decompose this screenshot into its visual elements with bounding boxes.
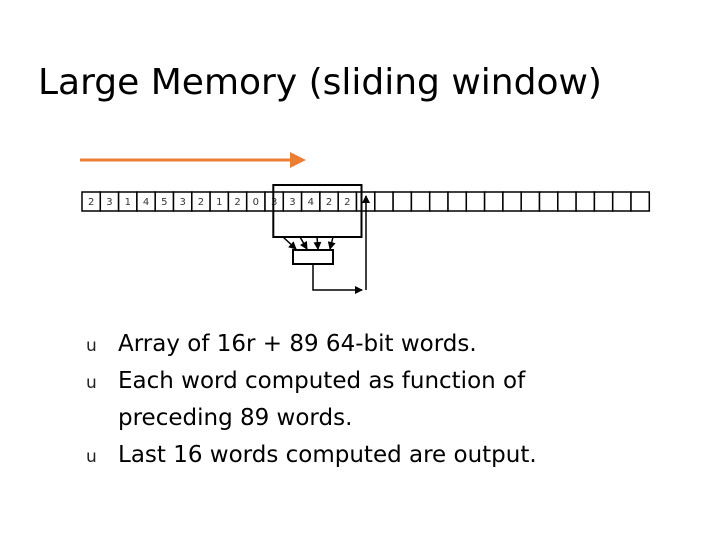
bullet-marker: u — [86, 336, 97, 356]
memory-cell — [593, 191, 614, 212]
memory-cell — [483, 191, 504, 212]
bullet-list: u Array of 16r + 89 64-bit words. u Each… — [86, 326, 537, 474]
bullet-marker: u — [86, 373, 97, 393]
memory-cell — [630, 191, 651, 212]
memory-cell — [538, 191, 559, 212]
bullet-item: u Last 16 words computed are output. — [86, 437, 537, 474]
memory-cell — [374, 191, 394, 212]
memory-cell-value: 2 — [326, 197, 332, 208]
bullet-text: preceding 89 words. — [118, 405, 353, 431]
memory-cell — [465, 191, 486, 212]
bullet-text: Array of 16r + 89 64-bit words. — [118, 331, 477, 357]
memory-cell-value: 0 — [253, 197, 259, 208]
memory-cell — [428, 191, 449, 212]
memory-cell-value: 1 — [216, 197, 222, 208]
bullet-text: Last 16 words computed are output. — [118, 442, 537, 468]
memory-cell — [502, 191, 522, 212]
memory-cell — [520, 191, 541, 212]
memory-cell-value: 4 — [143, 197, 149, 208]
input-arrow — [299, 236, 308, 250]
input-arrow — [327, 236, 336, 250]
memory-cell — [447, 191, 468, 212]
memory-cell — [410, 191, 431, 212]
memory-cell — [557, 191, 577, 212]
memory-cell-value: 2 — [198, 197, 204, 208]
memory-cell-value: 2 — [88, 197, 94, 208]
memory-cell-value: 5 — [161, 197, 167, 208]
function-box — [292, 249, 334, 265]
output-arrow-bottom — [312, 264, 363, 294]
bullet-marker: u — [86, 447, 97, 467]
window-overlay — [80, 152, 370, 294]
memory-cell-value: 3 — [106, 197, 112, 208]
memory-cell-value: 1 — [125, 197, 131, 208]
memory-cell-value: 2 — [344, 197, 350, 208]
memory-cell — [392, 191, 413, 212]
memory-cell-value: 4 — [308, 197, 314, 208]
memory-cell-value: 3 — [289, 197, 295, 208]
slide-title: Large Memory (sliding window) — [38, 62, 602, 103]
input-arrow — [282, 236, 297, 250]
progress-arrow-head — [290, 152, 306, 168]
memory-cell — [575, 191, 596, 212]
bullet-text: Each word computed as function of — [118, 368, 526, 394]
memory-cell — [611, 191, 632, 212]
input-arrow — [313, 236, 322, 250]
bullet-item: u Each word computed as function of — [86, 363, 537, 400]
memory-cell-value: 3 — [179, 197, 185, 208]
memory-cell-value: 2 — [234, 197, 240, 208]
bullet-item-continuation: preceding 89 words. — [86, 400, 537, 437]
bullet-item: u Array of 16r + 89 64-bit words. — [86, 326, 537, 363]
